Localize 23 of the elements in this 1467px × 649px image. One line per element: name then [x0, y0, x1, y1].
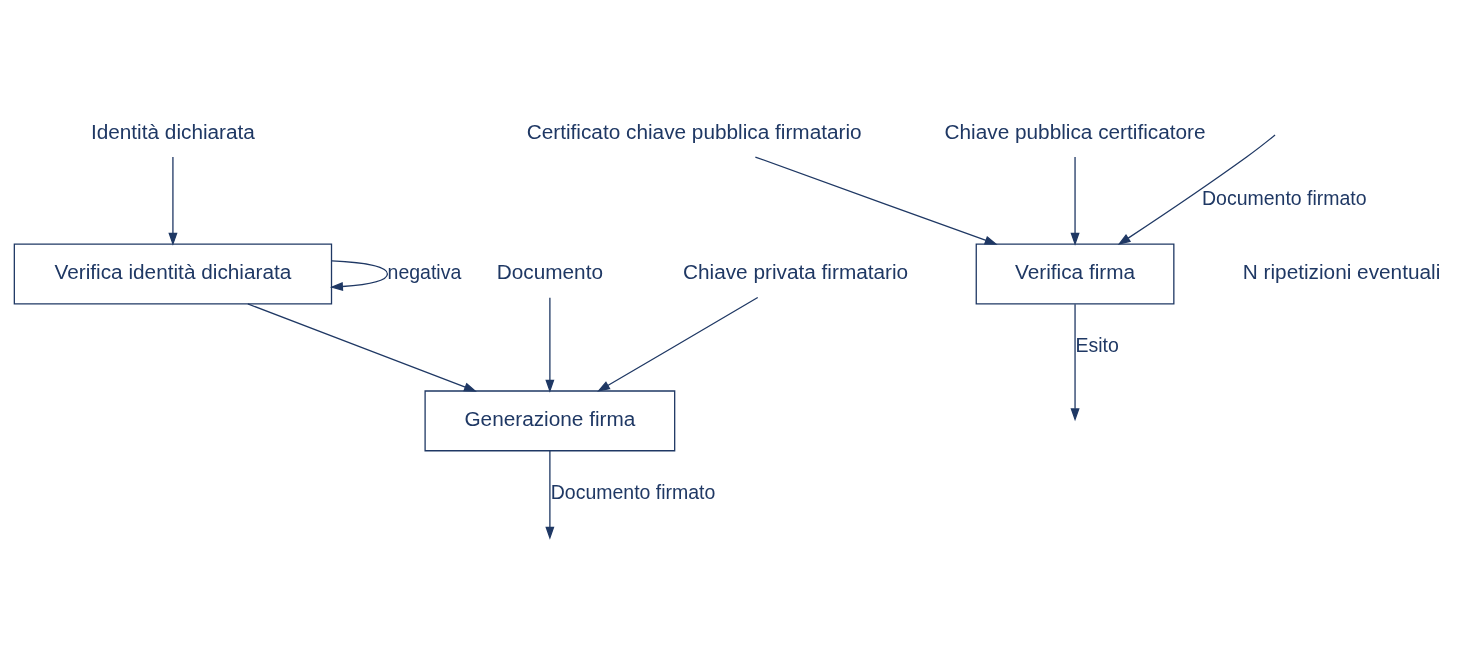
edge-label: negativa — [387, 260, 462, 283]
arrow — [1117, 134, 1276, 246]
arrow — [754, 156, 998, 245]
node-text: Chiave privata firmatario — [682, 259, 909, 283]
arrow — [597, 296, 759, 392]
arrow — [545, 297, 555, 393]
node-text: Identità dichiarata — [90, 119, 255, 143]
arrow — [1070, 156, 1080, 246]
node-box: Verifica identità dichiarata — [13, 243, 333, 305]
edge-label: Documento firmato — [1202, 187, 1367, 210]
arrow — [1070, 303, 1080, 422]
node-box: Generazione firma — [424, 390, 676, 452]
arrow — [545, 450, 555, 540]
arrow — [168, 156, 178, 246]
edge-label: Esito — [1075, 333, 1119, 356]
node-box: Verifica firma — [975, 243, 1175, 305]
node-text: Certificato chiave pubblica firmatario — [526, 119, 862, 143]
node-text: Chiave pubblica certificatore — [944, 119, 1206, 143]
arrow — [247, 303, 477, 392]
arrow — [329, 260, 389, 292]
label: N ripetizioni eventuali — [1242, 259, 1441, 283]
node-text: Documento — [496, 259, 604, 283]
edge-label: Documento firmato — [550, 480, 716, 503]
